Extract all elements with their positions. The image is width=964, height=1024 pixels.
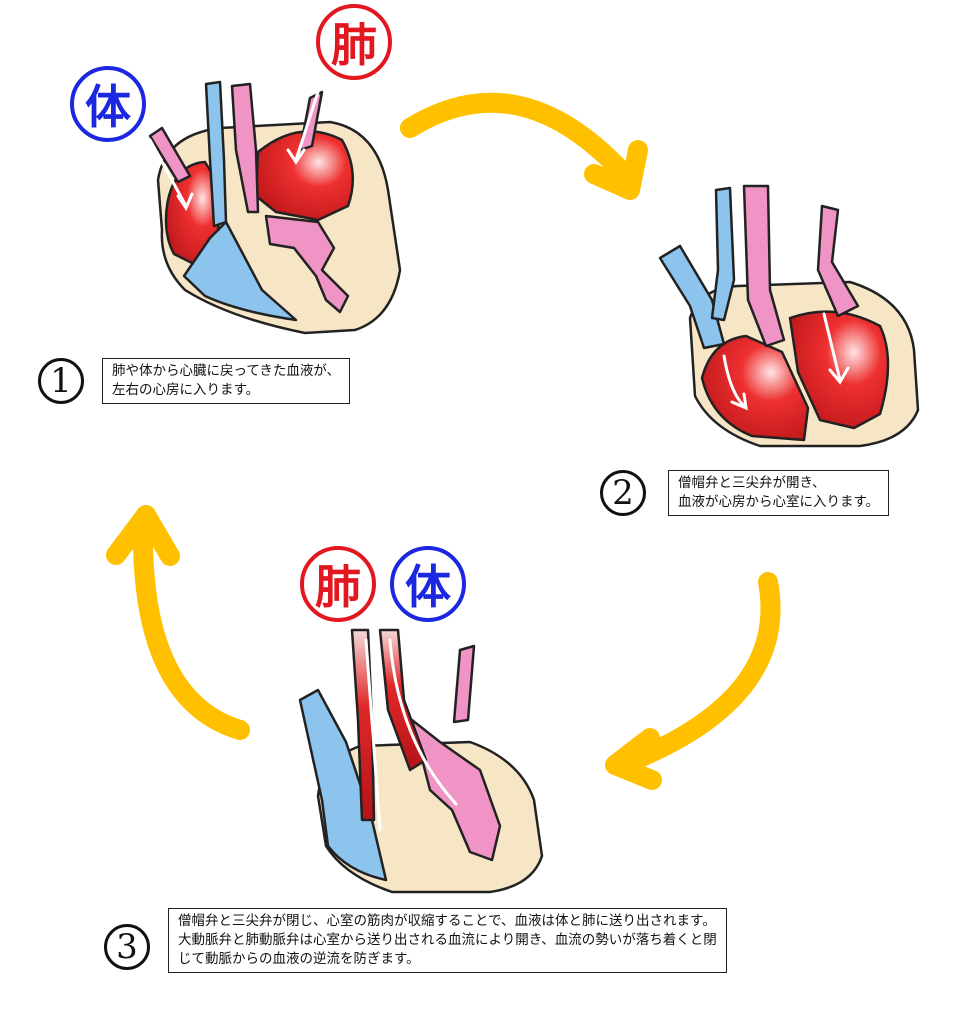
left-ventricle (410, 718, 502, 862)
caption-line: 肺や体から心臓に戻ってきた血液が、 (112, 363, 341, 379)
caption-line: 大動脈弁と肺動脈弁は心室から送り出される血流により開き、血流の勢いが落ち着くと閉 (178, 932, 717, 948)
step-caption-2: 僧帽弁と三尖弁が開き、 血液が心房から心室に入ります。 (668, 470, 890, 516)
heart-step2 (658, 184, 920, 448)
aorta (264, 214, 350, 314)
step-number-3: 3 (104, 924, 150, 970)
heart-step3 (298, 628, 544, 894)
left-atrium (254, 130, 354, 222)
flow-arrows-step2 (722, 312, 850, 411)
flow-arrows-step3 (364, 638, 458, 832)
vena-cava (204, 80, 228, 228)
body-circulation-badge-step3: 体 (390, 546, 466, 622)
pulmonary-artery (816, 204, 860, 318)
arrow-step3-to-step1-head (106, 505, 180, 566)
aorta (742, 184, 786, 348)
pulmonary-vein (710, 186, 736, 322)
step-number-2: 2 (600, 470, 646, 516)
arrow-step1-to-step2 (400, 92, 635, 185)
heart-step1 (148, 80, 402, 335)
vena-cava (658, 244, 726, 350)
arrow-step2-to-step3 (612, 572, 781, 775)
lung-circulation-badge-step1: 肺 (316, 4, 392, 80)
body-circulation-badge-step1: 体 (70, 66, 146, 142)
arrow-step2-to-step3-head (605, 728, 662, 790)
right-ventricle (182, 220, 298, 322)
caption-line: じて動脈からの血液の逆流を防ぎます。 (178, 951, 420, 967)
outlet-vein (452, 644, 476, 724)
arrow-step3-to-step1 (132, 515, 250, 740)
cycle-arrows (106, 92, 781, 790)
caption-line: 血液が心房から心室に入ります。 (678, 494, 880, 510)
caption-line: 左右の心房に入ります。 (112, 382, 260, 398)
step-caption-1: 肺や体から心臓に戻ってきた血液が、 左右の心房に入ります。 (102, 358, 351, 404)
caption-line: 僧帽弁と三尖弁が閉じ、心室の筋肉が収縮することで、血液は体と肺に送り出されます。 (178, 913, 716, 929)
arrow-step1-to-step2-head (584, 140, 648, 200)
inlet-vein-right (148, 126, 192, 184)
lung-circulation-badge-step3: 肺 (300, 546, 376, 622)
flow-arrows-step1 (148, 90, 320, 212)
caption-line: 僧帽弁と三尖弁が開き、 (678, 475, 826, 491)
pulmonary-artery (230, 82, 260, 214)
step-number-1: 1 (38, 358, 84, 404)
right-ventricle (700, 334, 810, 442)
step-caption-3: 僧帽弁と三尖弁が閉じ、心室の筋肉が収縮することで、血液は体と肺に送り出されます。… (168, 908, 727, 973)
